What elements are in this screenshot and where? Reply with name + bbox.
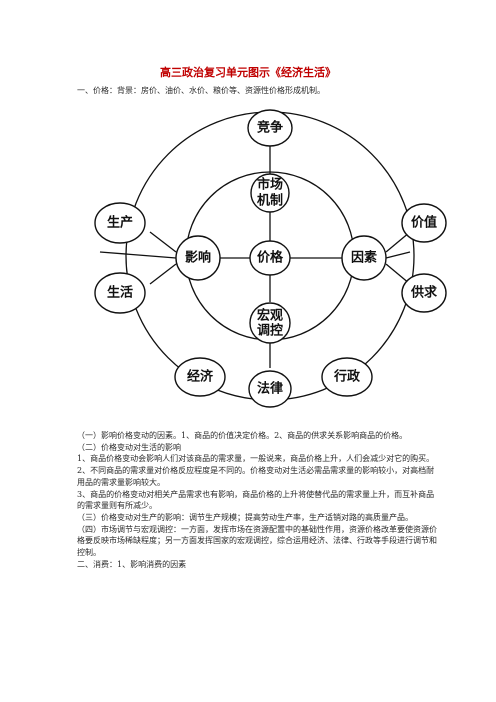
outer-right-upper-node-shape — [401, 203, 447, 243]
inner-bottom-label-2: 调控 — [257, 323, 283, 339]
paragraph: （二）价格变动对生活的影响 — [77, 442, 181, 452]
inner-bottom-label-1: 宏观 — [257, 308, 283, 324]
inner-top-label-1: 市场 — [257, 177, 283, 193]
inner-right-label: 因素 — [351, 250, 377, 266]
outer-top-label: 竞争 — [257, 120, 283, 136]
price-concept-diagram: 价格 市场 机制 宏观 调控 影响 因素 竞争 生产 价值 生活 供求 经济 法… — [94, 109, 447, 408]
outer-bottom-right-node-shape — [321, 357, 373, 397]
outer-right-lower-label: 供求 — [410, 285, 438, 301]
outer-bottom-right-label: 行政 — [333, 369, 361, 385]
outer-left-upper-node-shape — [94, 202, 146, 244]
document-title: 高三政治复习单元图示《经济生活》 — [160, 66, 336, 79]
center-node-shape — [249, 240, 291, 276]
outer-left-lower-label: 生活 — [107, 285, 133, 301]
paragraph: （一）影响价格变动的因素。1、商品的价值决定价格。2、商品的供求关系影响商品的价… — [77, 431, 408, 440]
paragraph: 2、不同商品的需求量对价格反应程度是不同的。价格变动对生活必需品需求量的影响较小… — [77, 466, 435, 487]
outer-bottom-label: 法律 — [257, 381, 283, 397]
inner-right-node-shape — [341, 235, 387, 281]
outer-left-lower-node-shape — [94, 272, 146, 314]
outer-left-upper-label: 生产 — [107, 215, 133, 231]
outer-bottom-left-node-shape — [174, 357, 226, 397]
inner-left-label: 影响 — [185, 250, 211, 266]
paragraph: 1、商品价格变动会影响人们对该商品的需求量，一般说来，商品价格上升，人们会减少对… — [77, 454, 435, 464]
inner-top-node-shape — [250, 173, 290, 213]
inner-left-node-shape — [175, 235, 221, 281]
paragraph: （四）市场调节与宏观调控：一方面，发挥市场在资源配置中的基础性作用，资源价格改革… — [77, 524, 437, 558]
paragraph: 二、消费：1、影响消费的因素 — [77, 559, 187, 569]
outer-right-lower-node-shape — [401, 273, 447, 313]
inner-bottom-node-shape — [249, 302, 291, 344]
outer-top-node-shape — [247, 109, 293, 147]
paragraph: 3、商品的价格变动对相关产品需求也有影响，商品价格的上升将使替代品的需求量上升，… — [77, 489, 435, 511]
inner-top-label-2: 机制 — [257, 193, 283, 209]
intro-line: 一、价格：背景：房价、油价、水价、粮价等、资源性价格形成机制。 — [77, 86, 325, 95]
outer-right-upper-label: 价值 — [411, 215, 437, 231]
paragraph: （三）价格变动对生产的影响：调节生产规模；提高劳动生产率，生产适销对路的高质量产… — [77, 512, 413, 522]
body-text: （一）影响价格变动的因素。1、商品的价值决定价格。2、商品的供求关系影响商品的价… — [77, 430, 437, 570]
outer-bottom-left-label: 经济 — [187, 369, 214, 385]
outer-bottom-node-shape — [248, 370, 292, 408]
center-label: 价格 — [257, 250, 284, 266]
